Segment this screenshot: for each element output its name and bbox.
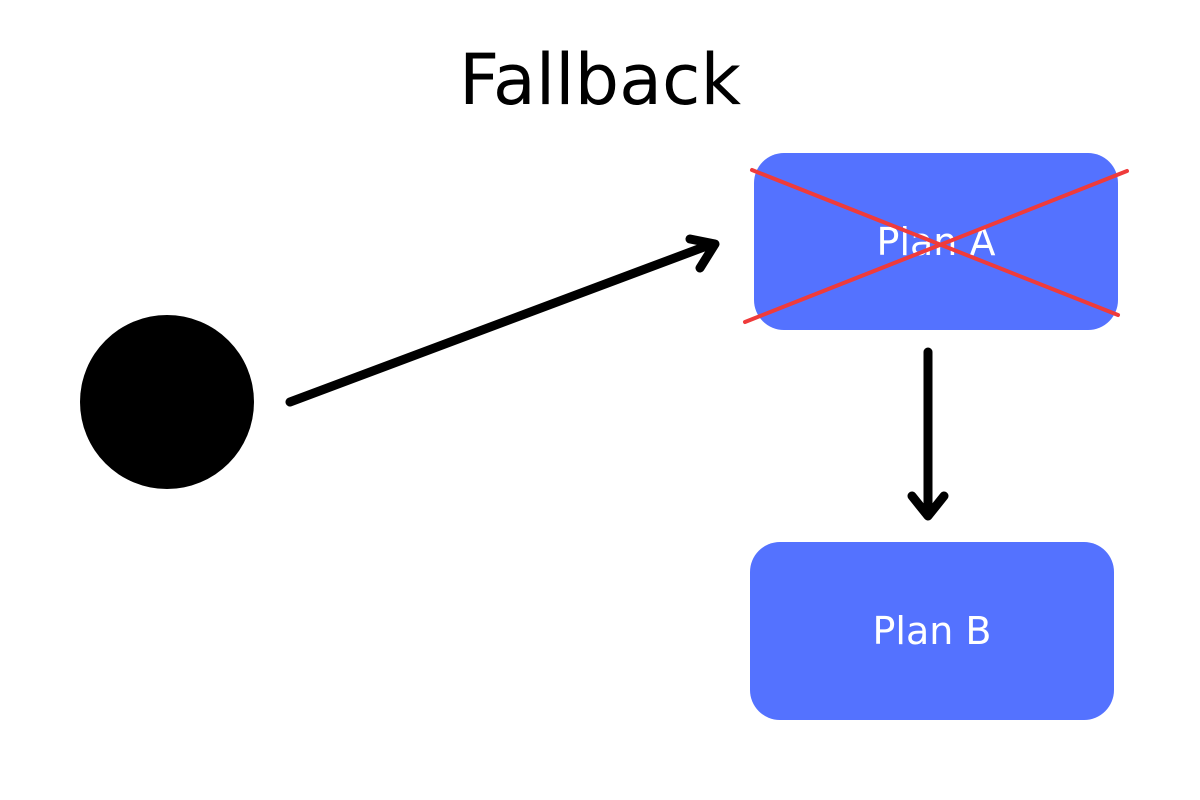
plan-b-node: Plan B xyxy=(750,542,1114,720)
arrow-start-to-plan-a xyxy=(285,234,720,407)
diagram-title: Fallback xyxy=(459,39,741,121)
plan-a-node: Plan A xyxy=(754,153,1118,330)
start-node xyxy=(80,315,254,489)
arrow-plan-a-to-plan-b xyxy=(907,347,949,521)
plan-a-label: Plan A xyxy=(876,219,996,264)
plan-b-label: Plan B xyxy=(872,609,992,653)
